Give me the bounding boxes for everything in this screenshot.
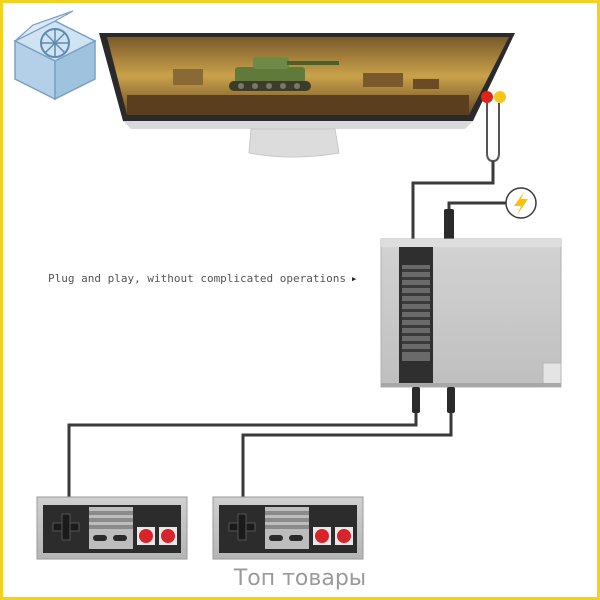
controller-1 — [36, 496, 188, 560]
controller-cable-2 — [241, 413, 453, 497]
caption-text: Plug and play, without complicated opera… — [48, 272, 347, 285]
lightning-bolt-icon — [505, 187, 537, 219]
monitor — [99, 33, 515, 158]
controller-cable-1 — [67, 413, 418, 497]
box-wheel-logo-icon — [13, 10, 97, 101]
av-cable — [411, 161, 495, 243]
product-scene — [3, 3, 597, 597]
game-console — [380, 238, 562, 388]
power-cable — [447, 201, 511, 239]
tank-game-art — [229, 57, 339, 91]
controller-2 — [212, 496, 364, 560]
watermark-text: Топ товары — [233, 566, 367, 591]
red-yellow-av-plug-icon — [481, 91, 506, 163]
caption-arrow-icon: ▶ — [352, 275, 357, 283]
feature-caption: Plug and play, without complicated opera… — [48, 272, 356, 285]
